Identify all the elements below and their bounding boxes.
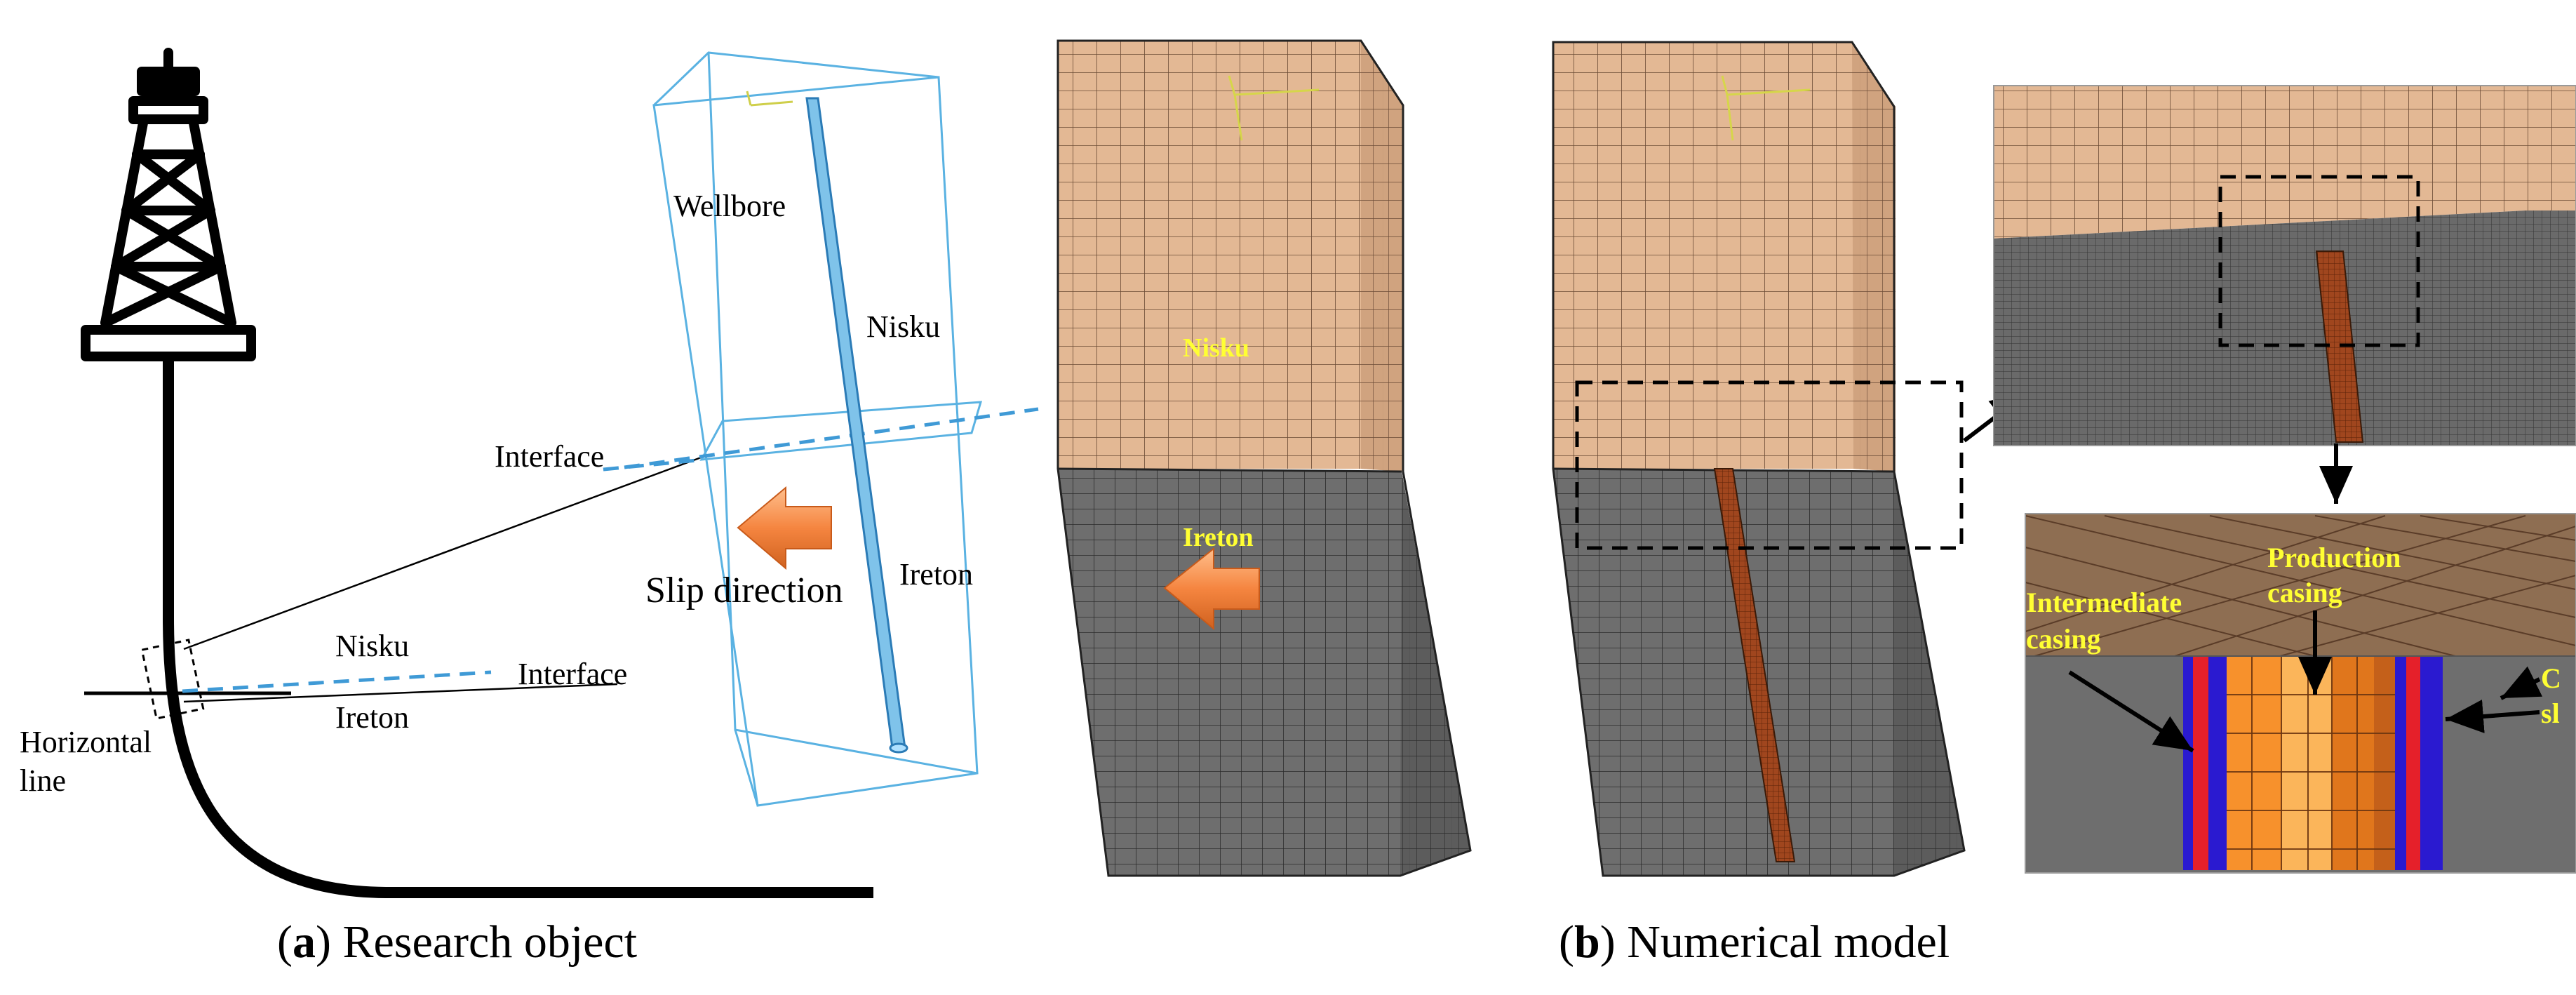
label-cut-c: C — [2541, 662, 2561, 694]
zoom-leader-lower — [183, 683, 618, 703]
mesh-label-nisku: Nisku — [1183, 333, 1249, 363]
caption-b: (b) Numerical model — [1559, 916, 1950, 968]
arrow-cut-top — [2500, 666, 2543, 700]
wellbore-trajectory — [163, 356, 873, 898]
zoom-dashed-box — [140, 639, 205, 720]
caption-b-text: Numerical model — [1615, 916, 1950, 968]
slip-arrow-icon — [737, 486, 832, 570]
left-label-nisku: Nisku — [335, 629, 409, 663]
axis-triad-icon — [746, 91, 793, 107]
axis-triad-icon — [1721, 75, 1811, 141]
zoom-view-bottom — [2025, 513, 2576, 874]
oil-derrick-icon — [81, 48, 256, 361]
label-production: Production — [2267, 542, 2401, 573]
label-intermediate: Intermediate — [2026, 587, 2182, 618]
label-cut-sl: sl — [2541, 697, 2560, 729]
arrow-cut-bottom — [2445, 700, 2540, 733]
box-label-slip-direction: Slip direction — [645, 570, 843, 610]
mesh-label-ireton: Ireton — [1183, 523, 1254, 552]
wireframe-model-box — [652, 51, 983, 807]
zoom-view-top — [1993, 85, 2576, 446]
left-label-line: line — [20, 763, 66, 798]
caption-a-text: Research object — [330, 916, 638, 968]
zoom-dashed-box-b — [1575, 380, 1964, 550]
left-label-horizontal: Horizontal — [20, 725, 152, 759]
zoom-dashed-box-c — [2218, 175, 2420, 347]
caption-a-letter: a — [292, 916, 316, 968]
left-label-interface: Interface — [518, 657, 627, 691]
interface-dashed-extension — [624, 407, 1039, 469]
caption-a: (a) Research object — [277, 916, 638, 968]
box-label-wellbore: Wellbore — [673, 189, 786, 223]
interface-dashed-line — [182, 670, 492, 693]
slip-arrow-icon — [1163, 547, 1260, 631]
caption-b-letter: b — [1574, 916, 1600, 968]
left-label-ireton: Ireton — [335, 700, 409, 735]
label-intermediate-casing: casing — [2026, 623, 2101, 655]
label-production-casing: casing — [2267, 577, 2342, 608]
axis-triad-icon — [1228, 75, 1320, 141]
zoom-leader-upper — [183, 453, 709, 650]
mesh-block-a — [1056, 39, 1472, 877]
box-label-ireton: Ireton — [899, 557, 973, 592]
interface-dashed-left — [603, 458, 704, 472]
box-label-interface: Interface — [495, 439, 604, 474]
wellbore-rod — [805, 97, 908, 754]
arrow-intermediate — [2068, 670, 2194, 753]
box-label-nisku: Nisku — [866, 309, 940, 344]
mesh-block-b — [1552, 41, 1966, 877]
